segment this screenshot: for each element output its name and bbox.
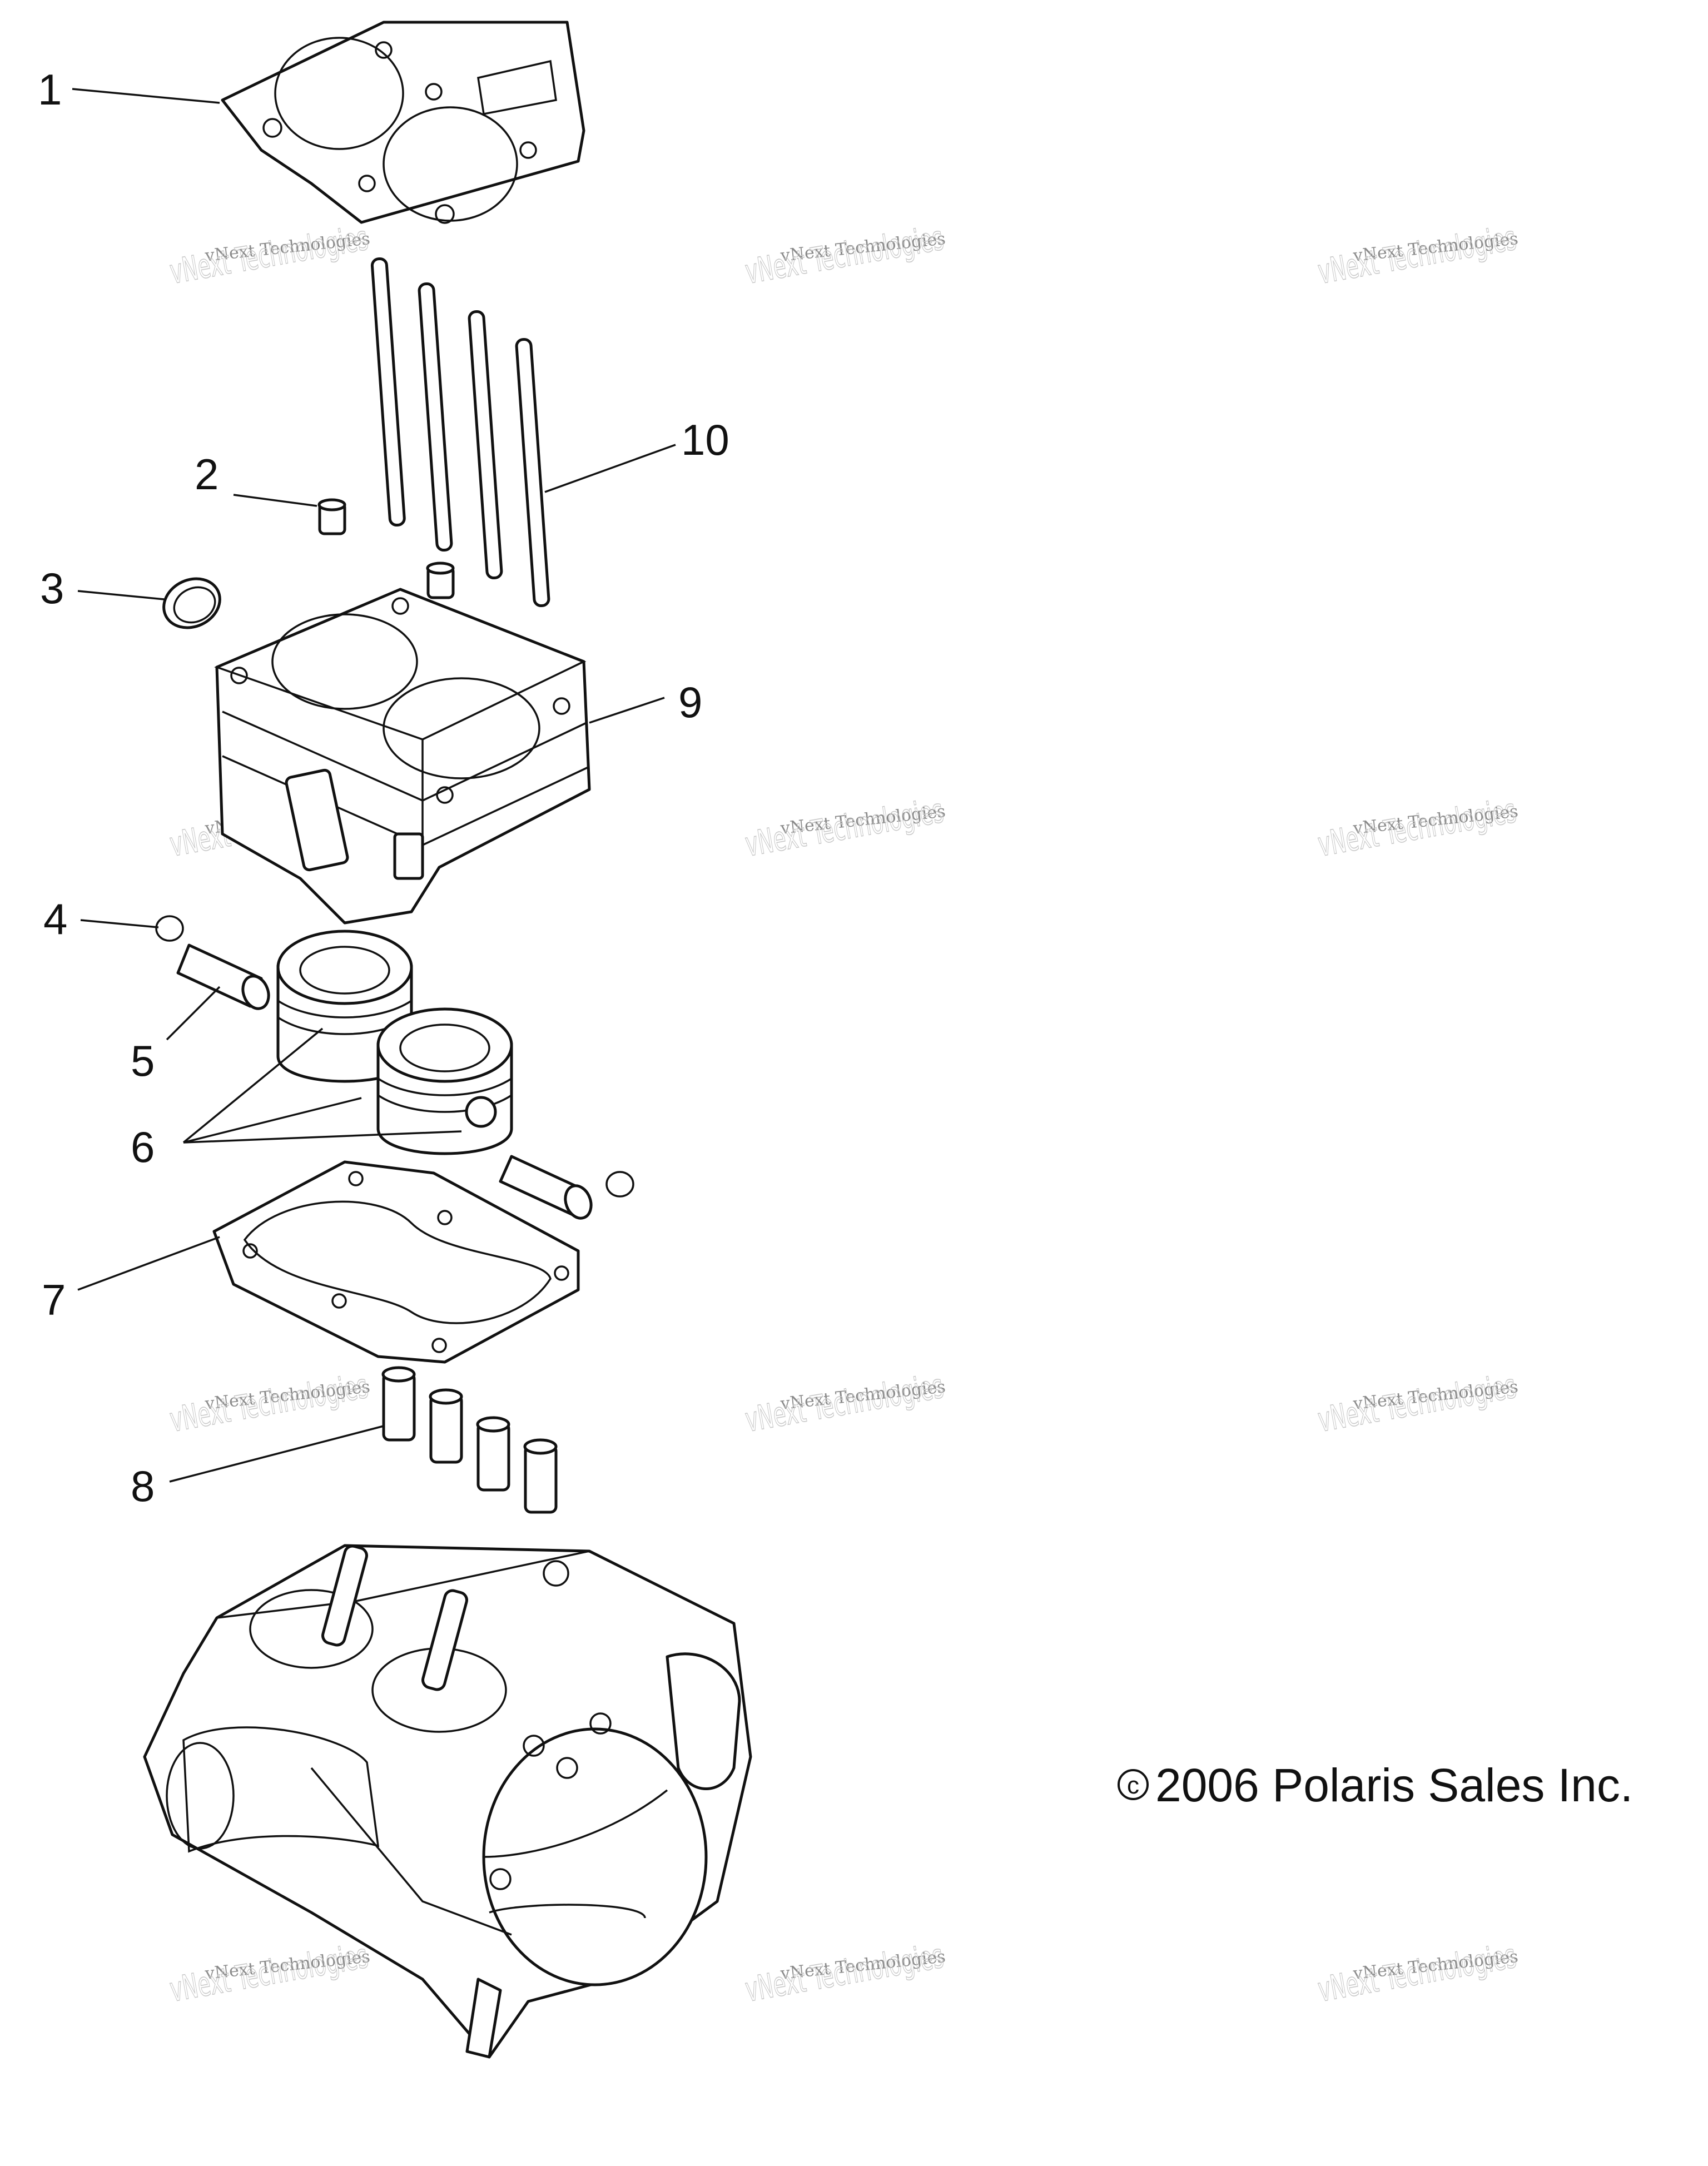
watermark-outline-text: vNext Technologies xyxy=(742,1367,946,1439)
callout-4: 4 xyxy=(43,895,67,943)
watermark-outline-text: vNext Technologies xyxy=(742,218,946,291)
head-gasket-part-1[interactable] xyxy=(221,21,585,224)
watermark-outline-text: vNext Technologies xyxy=(1315,218,1519,291)
callout-1: 1 xyxy=(38,65,62,114)
callout-5: 5 xyxy=(131,1036,155,1085)
callout-10: 10 xyxy=(681,415,729,464)
callout-2: 2 xyxy=(195,450,219,499)
watermark-outline-text: vNext Technologies xyxy=(1315,791,1519,864)
crankcase-assembly xyxy=(143,1544,752,2059)
piston-pin-part-5[interactable] xyxy=(176,943,595,1222)
piston-pin-clip-part-4[interactable] xyxy=(155,915,634,1198)
callout-6: 6 xyxy=(131,1122,155,1171)
watermark-outline-text: vNext Technologies xyxy=(742,791,946,864)
callout-3: 3 xyxy=(40,564,64,613)
cylinder-block-part-9[interactable] xyxy=(214,588,591,925)
piston-part-6[interactable] xyxy=(276,930,513,1155)
base-gasket-part-7[interactable] xyxy=(212,1160,580,1364)
plug-part-3[interactable] xyxy=(156,570,228,637)
dowel-pin-part-2[interactable] xyxy=(317,498,455,599)
watermark-outline-text: vNext Technologies xyxy=(1315,1367,1519,1439)
watermark-outline-text: vNext Technologies xyxy=(742,1936,946,2009)
leader-lines xyxy=(72,88,676,1483)
watermark-outline-text: vNext Technologies xyxy=(167,218,371,291)
copyright-text: 2006 Polaris Sales Inc. xyxy=(1155,1759,1633,1811)
copyright-symbol-circle xyxy=(1118,1769,1149,1800)
copyright-symbol: c xyxy=(1127,1772,1139,1799)
callout-9: 9 xyxy=(678,678,702,727)
watermark-outline-text: vNext Technologies xyxy=(1315,1936,1519,2009)
bushing-part-8[interactable] xyxy=(381,1366,558,1514)
callout-labels: 1 2 3 4 5 6 7 8 9 10 xyxy=(38,65,729,1511)
callout-8: 8 xyxy=(131,1462,155,1511)
copyright-notice: c 2006 Polaris Sales Inc. xyxy=(1118,1759,1633,1811)
callout-7: 7 xyxy=(42,1275,66,1324)
watermark-outline-text: vNext Technologies xyxy=(167,1936,371,2009)
cylinder-studs-part-10[interactable] xyxy=(370,257,550,608)
watermark-outline-text: vNext Technologies xyxy=(167,1367,371,1439)
